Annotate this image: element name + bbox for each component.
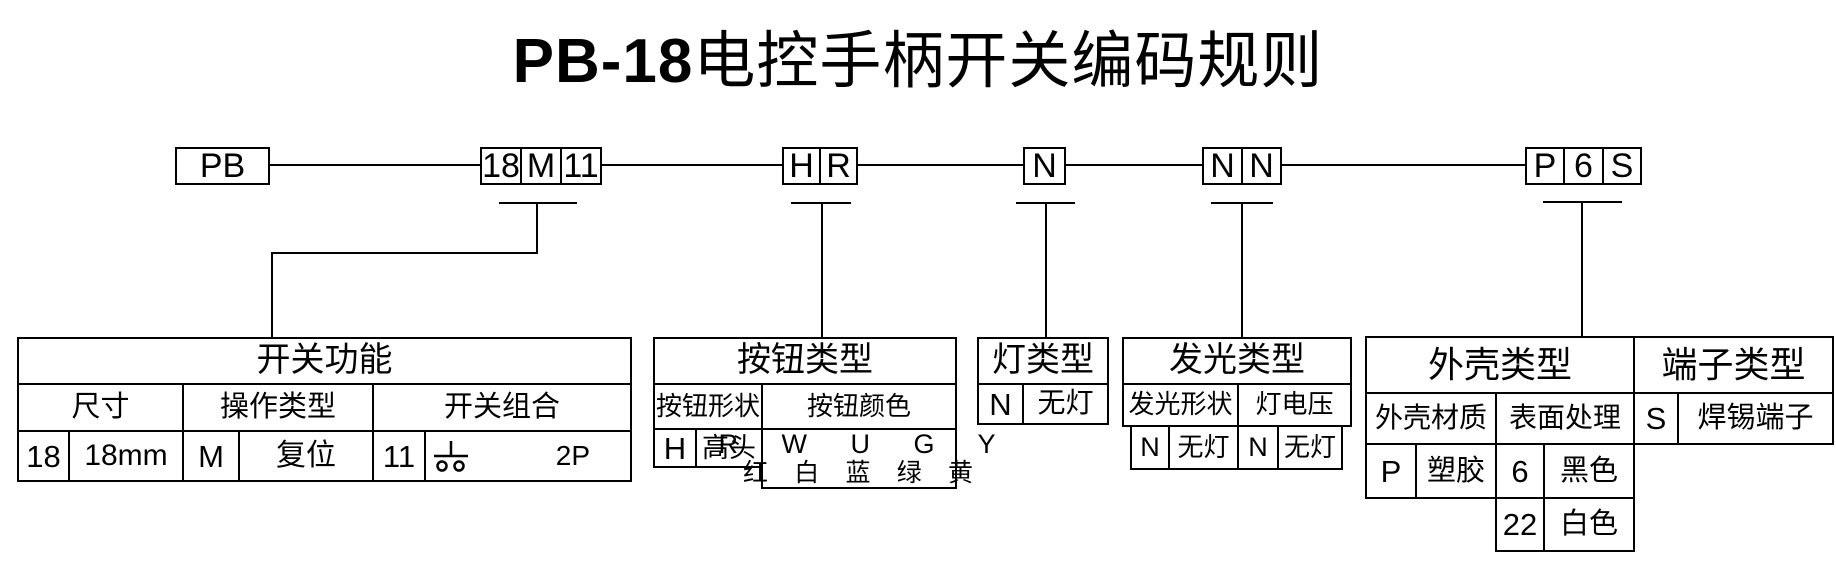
leader-line (1241, 202, 1243, 339)
size-code: 18 (17, 430, 70, 482)
combination-code: 11 (372, 430, 426, 482)
shell-material-value: 塑胶 (1415, 443, 1497, 499)
lamp-value: 无灯 (1022, 383, 1109, 425)
lamp-code: N (977, 383, 1024, 425)
button-shape-value: 高头 (695, 428, 763, 468)
code-box-operation: M (520, 147, 562, 185)
page-title-cn: 电控手柄开关编码规则 (693, 28, 1324, 96)
glow-voltage-code: N (1237, 425, 1279, 470)
push-button-contact-icon (434, 441, 468, 472)
leader-line (821, 202, 823, 339)
tbar-line (499, 202, 577, 204)
switch-function-col-size: 尺寸 (17, 383, 184, 432)
terminal-type-title: 端子类型 (1633, 336, 1834, 394)
code-box-size: 18 (480, 147, 522, 185)
connector-line (1280, 164, 1527, 166)
switch-function-col-operation: 操作类型 (182, 383, 374, 432)
button-color-names: 红 白 蓝 绿 黄 (743, 460, 984, 487)
button-color-cell: R W U G Y 红 白 蓝 绿 黄 (719, 428, 996, 489)
glow-type-title: 发光类型 (1122, 337, 1352, 385)
surface-option-code: 6 (1495, 443, 1545, 499)
leader-line (271, 252, 273, 339)
leader-line (536, 202, 538, 254)
leader-line (271, 252, 538, 254)
glow-voltage-value: 无灯 (1277, 425, 1343, 470)
code-box-glow-voltage: N (1241, 147, 1282, 185)
glow-shape-header: 发光形状 (1122, 383, 1239, 427)
shell-material-header: 外壳材质 (1365, 392, 1497, 445)
button-color-header: 按钮颜色 (761, 383, 957, 430)
operation-code: M (182, 430, 240, 482)
connector-line (268, 164, 482, 166)
combination-cell: 2P (424, 430, 632, 482)
leader-line (1581, 201, 1583, 338)
operation-value: 复位 (238, 430, 374, 482)
page-title: PB-18电控手柄开关编码规则 (0, 10, 1836, 100)
code-box-shell-material: P (1525, 147, 1565, 185)
terminal-value: 焊锡端子 (1677, 392, 1834, 445)
lamp-type-title: 灯类型 (977, 337, 1109, 385)
code-box-combination: 11 (560, 147, 602, 185)
connector-line (600, 164, 784, 166)
leader-line (1045, 202, 1047, 339)
surface-option-code: 22 (1495, 497, 1545, 552)
code-box-glow-shape: N (1202, 147, 1243, 185)
button-color-codes: R W U G Y (718, 429, 1014, 459)
code-box-surface: 6 (1563, 147, 1604, 185)
code-box-button-color: R (819, 147, 858, 185)
connector-line (1064, 164, 1204, 166)
code-box-prefix: PB (175, 147, 270, 185)
surface-option-value: 白色 (1543, 497, 1635, 552)
surface-header: 表面处理 (1495, 392, 1635, 445)
size-value: 18mm (68, 430, 184, 482)
button-type-title: 按钮类型 (653, 337, 957, 385)
switch-function-title: 开关功能 (17, 337, 632, 385)
glow-shape-code: N (1130, 425, 1170, 470)
button-shape-code: H (653, 428, 697, 468)
shell-material-code: P (1365, 443, 1417, 499)
terminal-code: S (1633, 392, 1679, 445)
connector-line (856, 164, 1025, 166)
code-box-lamp: N (1023, 147, 1066, 185)
combination-value: 2P (555, 440, 590, 471)
button-shape-header: 按钮形状 (653, 383, 763, 430)
switch-function-col-combination: 开关组合 (372, 383, 632, 432)
glow-shape-value: 无灯 (1168, 425, 1239, 470)
surface-option-value: 黑色 (1543, 443, 1635, 499)
code-box-terminal: S (1602, 147, 1642, 185)
page-title-latin: PB-18 (512, 27, 694, 96)
glow-voltage-header: 灯电压 (1237, 383, 1352, 427)
shell-type-title: 外壳类型 (1365, 336, 1635, 394)
code-box-button-shape: H (782, 147, 821, 185)
